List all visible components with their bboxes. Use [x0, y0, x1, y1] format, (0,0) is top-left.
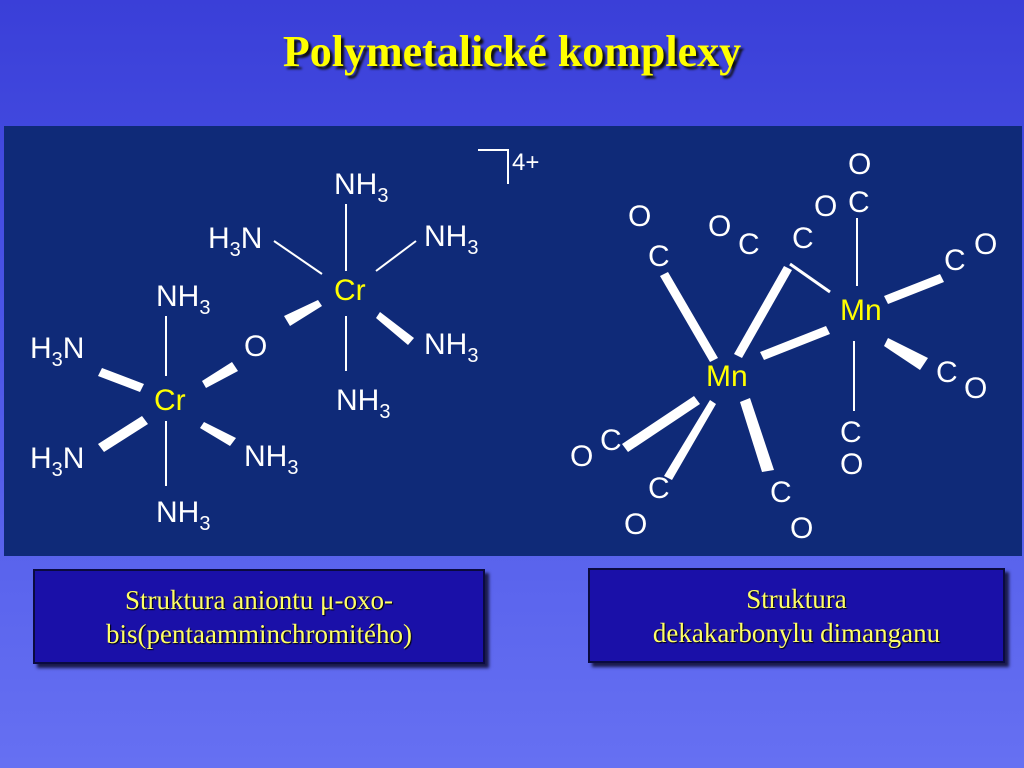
right-structure-panel: O C O C O C C O C O Mn O O C C C O C O C…: [544, 126, 1022, 556]
carbonyl-o: O: [624, 508, 647, 541]
carbonyl-o: O: [708, 210, 731, 243]
manganese-complex-diagram: O C O C O C C O C O Mn O O C C C O C O C…: [570, 148, 997, 545]
chromium-complex-diagram: 4+ NH3 H3N NH3 NH3 NH3 Cr O NH3 H3N H3N …: [30, 149, 539, 535]
carbonyl-c: C: [770, 476, 792, 509]
ligand-h3n: H3N: [208, 222, 262, 261]
carbonyl-c: C: [792, 222, 814, 255]
slide-title: Polymetalické komplexy: [282, 27, 742, 76]
carbonyl-o: O: [570, 440, 593, 473]
carbonyl-c: C: [936, 356, 958, 389]
ligand-nh3: NH3: [244, 440, 298, 479]
right-caption-line2: dekakarbonylu dimanganu: [652, 618, 941, 648]
bond-line: [273, 240, 323, 275]
wedge-bond: [740, 398, 774, 472]
wedge-bond: [376, 312, 414, 345]
ligand-nh3: NH3: [336, 384, 390, 423]
ligand-nh3: NH3: [424, 328, 478, 367]
carbonyl-c: C: [848, 186, 870, 219]
bond-line: [884, 274, 944, 304]
carbonyl-c: C: [944, 244, 966, 277]
right-caption-box: Struktura dekakarbonylu dimanganu: [588, 568, 1005, 663]
carbonyl-o: O: [848, 148, 871, 181]
wedge-bond: [622, 396, 700, 452]
right-caption-line1: Struktura: [746, 584, 847, 614]
ligand-h3n: H3N: [30, 442, 84, 481]
wedge-bond: [98, 416, 148, 452]
ligand-nh3: NH3: [156, 280, 210, 319]
carbonyl-o: O: [974, 228, 997, 261]
left-caption-line1: Struktura aniontu μ-oxo-: [125, 585, 393, 615]
carbonyl-c: C: [600, 424, 622, 457]
bond-line: [734, 266, 792, 358]
carbonyl-o: O: [840, 448, 863, 481]
wedge-bond: [98, 368, 144, 392]
carbonyl-c: C: [840, 416, 862, 449]
ligand-h3n: H3N: [30, 332, 84, 371]
carbonyl-c: C: [648, 240, 670, 273]
metal-cr-upper: Cr: [334, 274, 366, 307]
bridge-oxygen: O: [244, 330, 267, 363]
metal-cr-lower: Cr: [154, 384, 186, 417]
carbonyl-o: O: [814, 190, 837, 223]
carbonyl-c: C: [648, 472, 670, 505]
bond-line: [660, 272, 718, 362]
ligand-nh3: NH3: [156, 496, 210, 535]
metal-mn-lower: Mn: [706, 360, 748, 393]
bond-line: [664, 400, 716, 480]
bond-line: [789, 262, 831, 294]
ligand-nh3: NH3: [424, 220, 478, 259]
left-structure-panel: 4+ NH3 H3N NH3 NH3 NH3 Cr O NH3 H3N H3N …: [4, 126, 564, 556]
carbonyl-o: O: [964, 372, 987, 405]
wedge-bond: [202, 362, 238, 388]
wedge-bond: [284, 300, 322, 326]
bond-line: [375, 240, 417, 272]
charge-label: 4+: [512, 149, 539, 176]
left-caption-box: Struktura aniontu μ-oxo- bis(pentaamminc…: [33, 569, 485, 664]
left-caption-line2: bis(pentaamminchromitého): [106, 619, 412, 649]
ligand-nh3: NH3: [334, 168, 388, 207]
metal-mn-upper: Mn: [840, 294, 882, 327]
carbonyl-o: O: [790, 512, 813, 545]
carbonyl-c: C: [738, 228, 760, 261]
wedge-bond: [884, 338, 928, 370]
bond-line: [760, 326, 830, 360]
wedge-bond: [200, 422, 236, 446]
carbonyl-o: O: [628, 200, 651, 233]
charge-bracket: [478, 149, 509, 184]
